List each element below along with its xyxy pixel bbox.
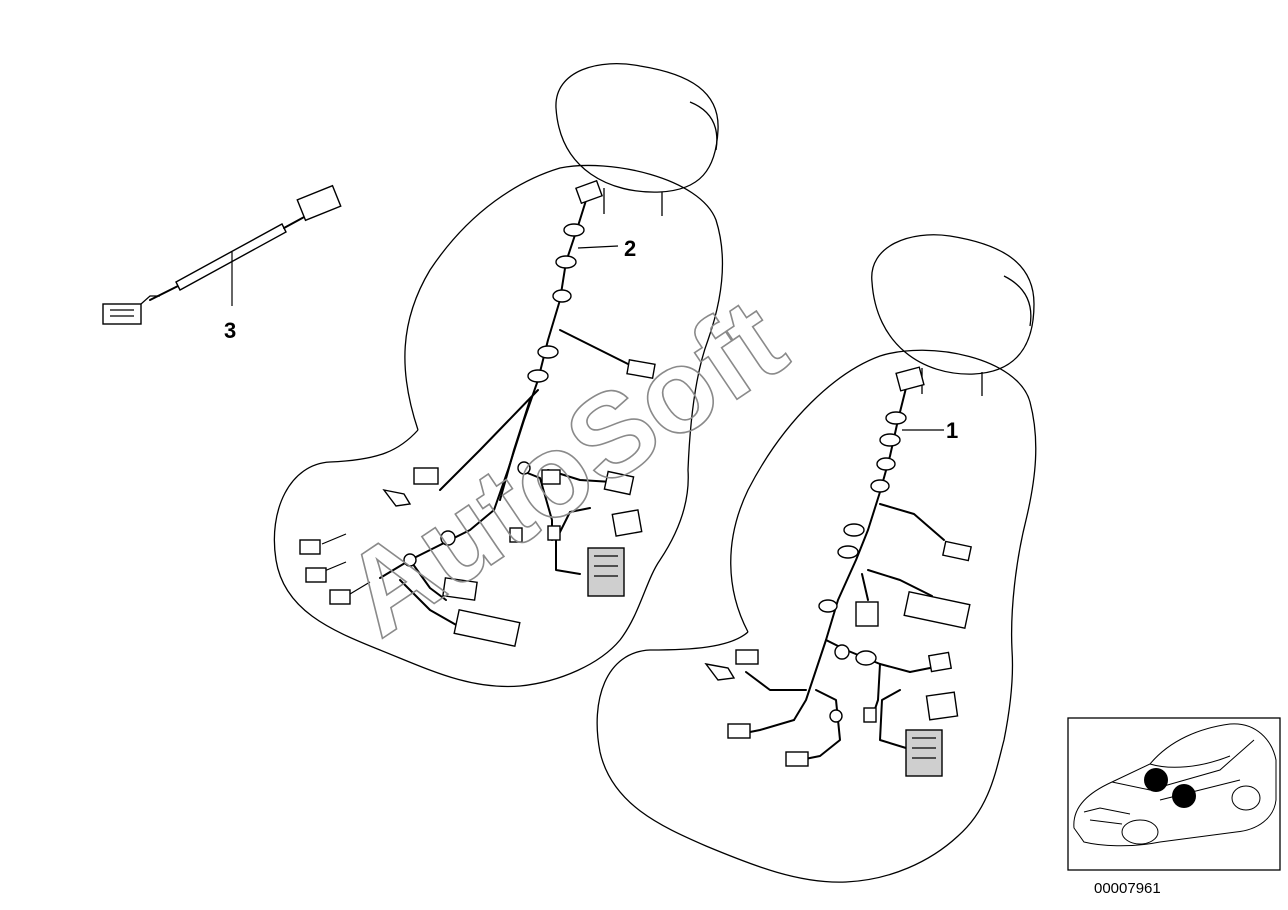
connector-left-f (299, 539, 321, 555)
connector-right-h (785, 751, 809, 767)
part-3-adapter-cable (102, 184, 342, 325)
callout-2: 2 (624, 236, 636, 261)
control-module-right (905, 729, 943, 777)
adapter-connector-right (296, 184, 342, 222)
connector-right-b (855, 601, 879, 627)
connector-left-k (382, 488, 412, 507)
cushion-left (273, 429, 689, 688)
seat-right (596, 234, 1037, 883)
vehicle-inset: 00007961 (1067, 717, 1281, 897)
harness-clips-right (818, 366, 925, 723)
module-right-a (903, 590, 971, 630)
connector-left-j (547, 525, 561, 541)
callout-leader-2 (577, 245, 619, 249)
adapter-connector-left (102, 303, 142, 325)
seat-left (273, 63, 724, 688)
connector-left-h (329, 589, 351, 605)
control-module-left (587, 547, 625, 597)
connector-left-e (611, 509, 643, 537)
connector-left-c (603, 470, 635, 496)
module-left-b (453, 608, 521, 648)
connector-right-d (925, 691, 959, 721)
callout-3: 3 (224, 318, 236, 343)
connector-left-g (305, 567, 327, 583)
connector-left-d (541, 469, 561, 485)
reference-number: 00007961 (1094, 880, 1161, 897)
callout-1: 1 (946, 418, 958, 443)
connector-left-b (413, 467, 439, 485)
module-left-a (442, 577, 478, 601)
connector-right-a (941, 540, 973, 562)
connector-right-g (727, 723, 751, 739)
connector-left-i (509, 527, 523, 543)
location-marker-front-left (1144, 768, 1168, 792)
connector-right-f (704, 662, 736, 681)
location-marker-front-right (1172, 784, 1196, 808)
backrest-left (404, 164, 724, 471)
adapter-cable-sleeve (175, 223, 287, 291)
headrest-right (871, 234, 1035, 375)
backrest-right (730, 349, 1037, 651)
connector-right-i (863, 707, 877, 723)
connector-right-c (927, 651, 953, 673)
connector-left-a (626, 359, 656, 379)
cushion-right (596, 631, 1014, 883)
connector-right-e (735, 649, 759, 665)
headrest-left (555, 63, 719, 193)
harness-clips-left (403, 179, 603, 567)
